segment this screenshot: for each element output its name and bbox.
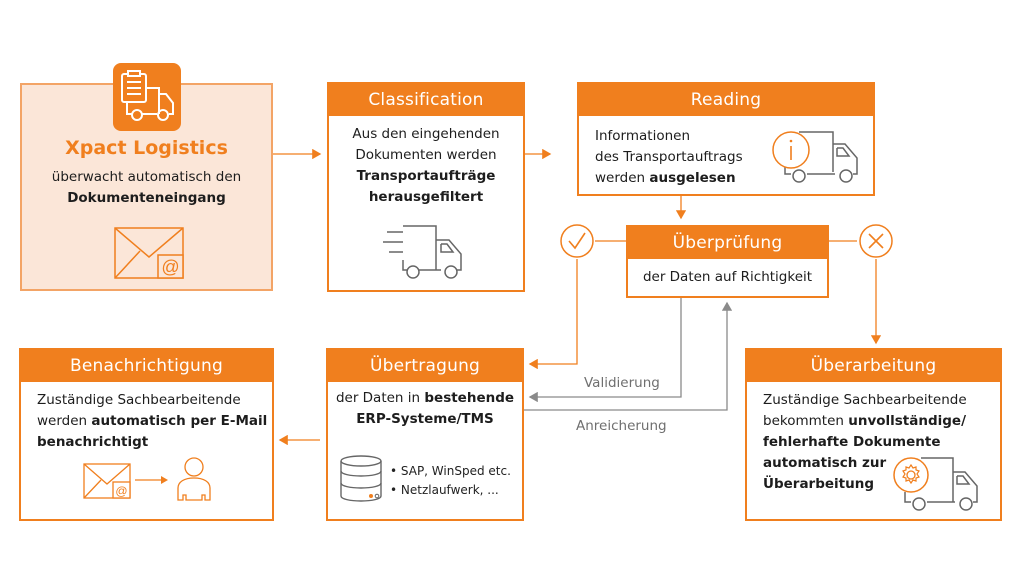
enrichment-label: Anreicherung — [576, 418, 667, 434]
transfer-title: Übertragung — [328, 350, 522, 382]
rework-text: Zuständige Sachbearbeitende bekommten un… — [763, 392, 967, 492]
email-at-icon: @ — [114, 227, 184, 279]
info-truck-icon — [772, 131, 858, 183]
classification-text: Aus den eingehenden Dokumenten werden Tr… — [352, 126, 500, 205]
edge-enrichment — [524, 301, 733, 411]
reading-text: Informationen des Transportauftrags werd… — [595, 128, 743, 186]
classification-title: Classification — [329, 84, 523, 116]
notify-text: Zuständige Sachbearbeitende werden autom… — [37, 392, 268, 450]
start-text: überwacht automatisch den Dokumenteneing… — [51, 169, 242, 206]
svg-text:@: @ — [115, 484, 127, 498]
transfer-box: Übertragung der Daten in bestehende ERP-… — [326, 348, 524, 521]
reading-box: Reading Informationen des Transportauftr… — [577, 82, 875, 196]
notify-box: Benachrichtigung Zuständige Sachbearbeit… — [19, 348, 274, 521]
gear-truck-icon — [893, 457, 978, 511]
check-text: der Daten auf Richtigkeit — [642, 269, 813, 285]
reading-title: Reading — [579, 84, 873, 116]
rework-box: Überarbeitung Zuständige Sachbearbeitend… — [745, 348, 1002, 521]
notify-title: Benachrichtigung — [21, 350, 272, 382]
transfer-bullets: • SAP, WinSped etc. • Netzlaufwerk, ... — [390, 464, 511, 497]
arrow-right-icon — [135, 476, 168, 484]
x-circle-icon — [859, 224, 893, 258]
database-icon — [340, 455, 382, 502]
check-circle-icon — [560, 224, 594, 258]
svg-text:@: @ — [161, 257, 179, 277]
start-title: Xpact Logistics — [65, 137, 228, 159]
validation-label: Validierung — [584, 375, 660, 391]
classification-box: Classification Aus den eingehenden Dokum… — [327, 82, 525, 292]
email-at-icon: @ — [83, 463, 131, 499]
clipboard-truck-icon — [113, 63, 181, 131]
rework-title: Überarbeitung — [747, 350, 1000, 382]
user-icon — [177, 457, 211, 501]
edge-validation — [528, 298, 682, 403]
transfer-text: der Daten in bestehende ERP-Systeme/TMS — [335, 390, 515, 427]
moving-truck-icon — [383, 225, 462, 279]
check-title: Überprüfung — [628, 227, 827, 259]
edge-ok-transfer — [528, 259, 578, 370]
check-box: Überprüfung der Daten auf Richtigkeit — [626, 225, 829, 298]
